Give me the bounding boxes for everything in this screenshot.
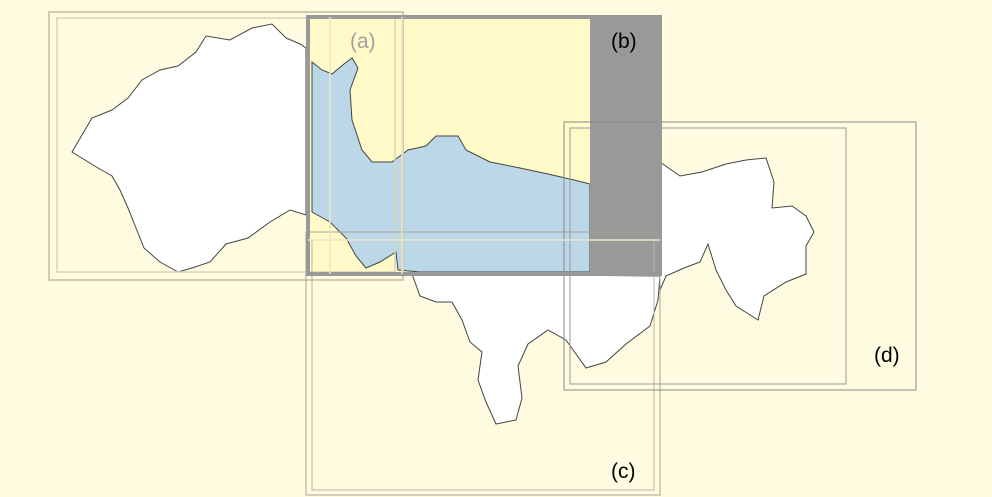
- landmass-west: [71, 23, 307, 273]
- panel-b-frame: [306, 15, 662, 276]
- landmass-east: [659, 157, 815, 321]
- panel-b-dark-band: [590, 17, 660, 274]
- panel-a-frame-inner: [56, 17, 396, 273]
- panel-d-frame-outer: [563, 121, 917, 391]
- panel-c-frame-outer: [305, 231, 661, 496]
- water-body: [311, 57, 591, 273]
- panel-a-frame-outer: [48, 11, 404, 281]
- panel-c-label: (c): [611, 460, 636, 483]
- panel-d-label: (d): [874, 344, 900, 367]
- landmass-south: [411, 273, 661, 425]
- panel-b-label: (b): [611, 30, 637, 53]
- panel-d-frame-inner: [569, 127, 847, 385]
- panel-a-label: (a): [350, 30, 376, 53]
